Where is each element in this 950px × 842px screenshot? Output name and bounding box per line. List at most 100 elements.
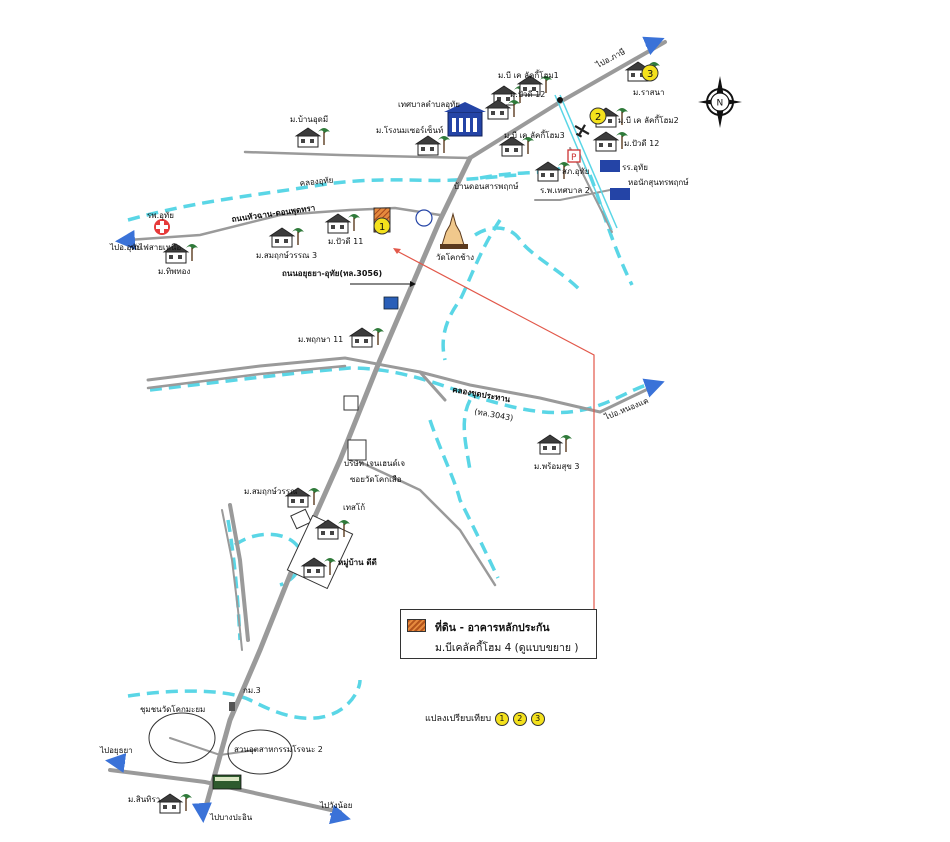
arrow-bangpain	[191, 802, 212, 823]
compare-marker-1: 1	[494, 711, 509, 726]
road-north-west	[243, 150, 472, 160]
thesaban-building-icon	[444, 102, 486, 137]
marker-3: 3	[641, 64, 659, 82]
canals	[127, 166, 656, 720]
place-label: รร.อุทัย	[622, 163, 648, 172]
compare-marker-3: 3	[530, 711, 545, 726]
svg-text:P: P	[571, 153, 577, 163]
place-label: ซอยวัดโคกเสือ	[350, 474, 402, 484]
canal-bottom-left	[226, 519, 242, 641]
hospital-icon	[154, 219, 170, 235]
canal-bottom-loop	[127, 679, 362, 720]
marker-2: 2	[589, 107, 607, 125]
place-label: ม.โรงนมเซอร์เซ็นท์	[376, 125, 443, 135]
place-label: เทสโก้	[343, 502, 365, 512]
label-ayutthaya-uthai-road: ถนนอยุธยา-อุทัย(ทล.3056)	[282, 269, 382, 279]
arrow-phasi	[642, 36, 665, 56]
place-label: ม.พฤกษา 11	[298, 335, 343, 344]
place-label: ม.บ้านอุดมี	[290, 115, 328, 124]
wat-seal-icon	[415, 209, 433, 227]
lake-rojana	[227, 729, 293, 775]
place-label: หอนักสุนทรพฤกษ์	[628, 177, 689, 187]
road-hua-chang	[126, 206, 442, 242]
legend-connector-line	[394, 249, 595, 610]
canal-prathan	[149, 366, 656, 415]
arrow-ayutthaya	[105, 753, 127, 773]
road-pointer-head	[410, 281, 416, 287]
road-prathan-right	[418, 370, 652, 414]
place-label: ร.พ.เทศบาล 2	[540, 186, 590, 195]
temple-icon	[440, 212, 468, 249]
direction-arrows	[105, 36, 665, 825]
label-to-wangnoi: ไปวังน้อย	[319, 801, 352, 810]
fuel-sign-icon: P	[567, 149, 581, 163]
legend-title: ที่ดิน - อาคารหลักประกัน	[435, 622, 550, 634]
arrow-uthai-left	[115, 230, 136, 250]
label-km-marker: กม.3	[243, 686, 261, 695]
legend-subtitle: ม.บีเคลัคกี้โฮม 4 (ดูแบบขยาย )	[435, 642, 579, 654]
place-label: ม.ปัวดี 12	[624, 139, 659, 148]
arrow-wangnoi	[329, 804, 351, 825]
road-main	[202, 155, 473, 813]
marker-1: 1	[373, 217, 391, 235]
place-label: รพ.อุทัย	[147, 211, 174, 220]
compare-marker-2: 2	[512, 711, 527, 726]
canal-west-loop	[233, 532, 303, 587]
label-rail: รถไฟสายเหนือ	[130, 243, 181, 252]
place-label: ม.ทิพทอง	[158, 267, 190, 276]
legend-box: ที่ดิน - อาคารหลักประกัน ม.บีเคลัคกี้โฮม…	[400, 609, 597, 659]
railway	[554, 94, 618, 231]
place-label: ม.บี เค ลัคกี้โฮม3	[504, 129, 565, 140]
place-label: เทศบาลตำบลอุทัย	[398, 100, 460, 109]
rojana-sign-icon	[212, 774, 242, 790]
road-bottom	[108, 768, 342, 814]
road-nongkhae	[418, 370, 447, 402]
road-bkk-left	[228, 503, 250, 642]
svg-text:1: 1	[379, 222, 385, 233]
compass-letter: N	[717, 99, 724, 109]
small-gate-icon	[229, 702, 235, 711]
place-label: หมู่บ้าน ดีดี	[338, 557, 377, 568]
legend-swatch	[407, 619, 426, 632]
place-label: ชุมชนวัดโคกมะยม	[140, 704, 205, 714]
junction-dot	[557, 97, 563, 103]
lake-wat-khok	[148, 712, 216, 764]
label-to-bangpain: ไปบางปะอิน	[209, 813, 253, 822]
road-bkk-left2	[221, 509, 243, 651]
compare-label: แปลงเปรียบเทียบ	[425, 714, 492, 724]
road-lake-link	[169, 737, 256, 757]
police-building-icon	[600, 160, 630, 200]
label-khlong-road-code: (ทล.3043)	[474, 407, 514, 423]
place-label: ม.ปัวดี 12	[510, 90, 545, 99]
canal-mid-vertical	[462, 399, 472, 471]
lakes	[148, 712, 293, 775]
place-label: บ้านดอนสารพฤกษ์	[454, 181, 519, 191]
roads	[108, 40, 667, 814]
place-label: วัดโคกช้าง	[436, 252, 474, 262]
label-to-ayutthaya: ไปอยุธยา	[99, 746, 133, 755]
place-label: ม.ราสนา	[633, 88, 664, 97]
place-label: สภ.อุทัย	[562, 167, 589, 176]
place-label: ม.พร้อมสุข 3	[534, 462, 579, 471]
legend-connector-head	[393, 248, 401, 254]
place-label: สวนอุตสาหกรรมโรจนะ 2	[234, 744, 323, 754]
place-label: บริษัท เจนเฮนด์เจ	[344, 458, 405, 468]
place-label: ม.สินทิรา	[128, 795, 160, 804]
road-prathan-lower	[146, 364, 347, 390]
road-south-branch	[358, 460, 497, 587]
canal-east-curve	[588, 174, 634, 286]
road-prathan-top	[146, 356, 422, 382]
road-sign-icon	[383, 296, 399, 310]
arrow-nongkhae	[642, 378, 665, 398]
svg-text:3: 3	[647, 69, 653, 80]
label-khlong-uthai: คลองอุทัย	[299, 176, 333, 188]
airplane-icon	[574, 124, 590, 138]
svg-text:2: 2	[595, 112, 601, 123]
compass-icon: N	[698, 76, 742, 128]
canal-loop-east	[474, 226, 582, 292]
place-label: ม.ปัวดี 11	[328, 237, 363, 246]
compare-legend: แปลงเปรียบเทียบ 1 2 3	[425, 711, 545, 726]
label-to-uthai-left: ไปอ.อุทัย	[109, 243, 141, 252]
place-label: ม.บี เค ลัคกี้โฮม2	[618, 114, 679, 125]
